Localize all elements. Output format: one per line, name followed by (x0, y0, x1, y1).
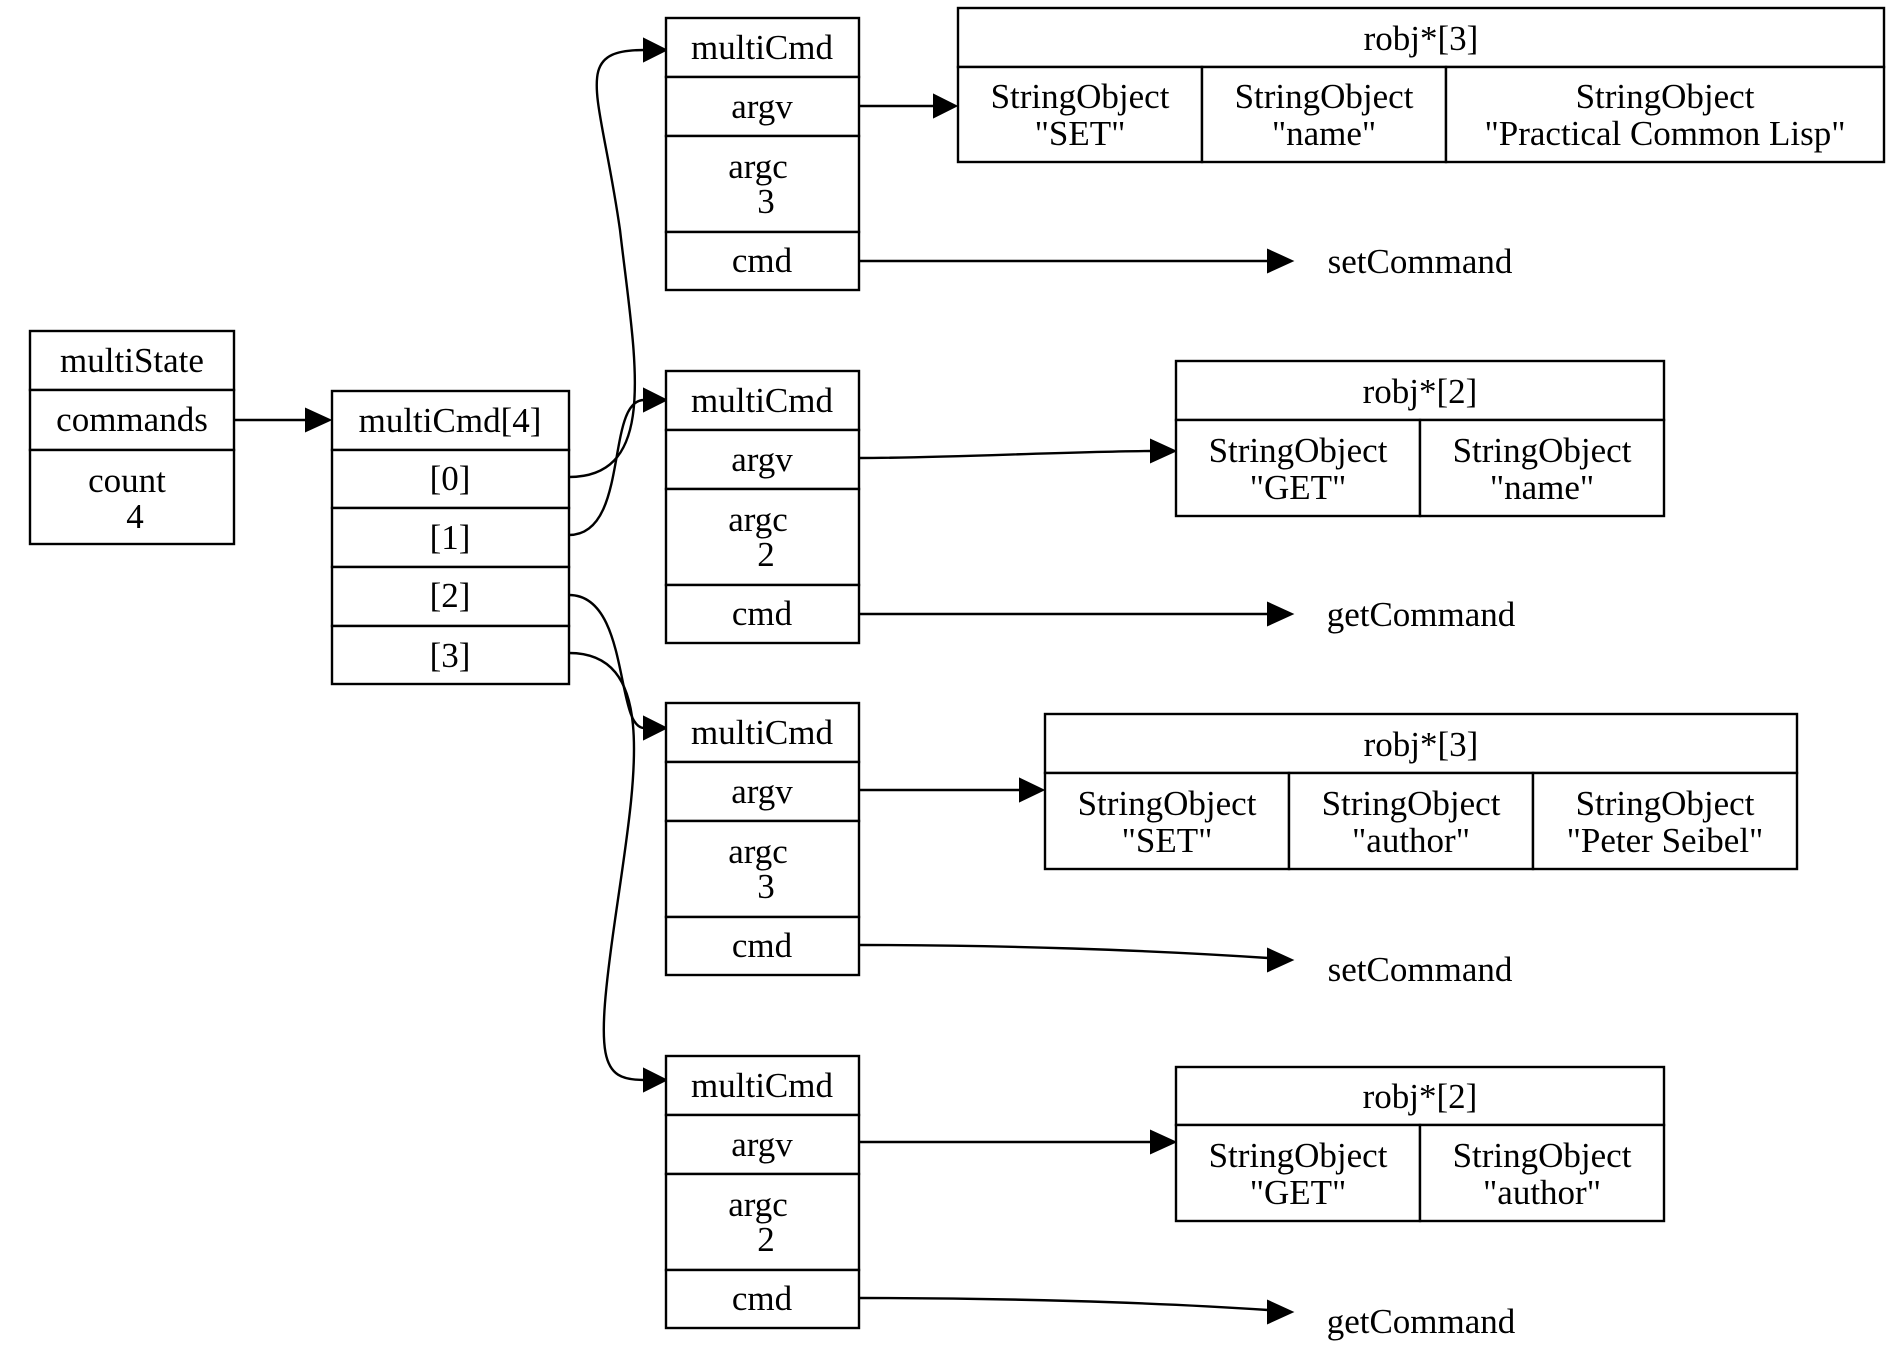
argv-field: argv (731, 87, 793, 126)
arg-type: StringObject (1322, 784, 1501, 823)
edge-slot1-to-cmd1 (568, 398, 645, 537)
edge-slot3-to-cmd3 (568, 651, 645, 1082)
command-function-label: getCommand (1327, 1302, 1516, 1341)
commands-array-node: multiCmd[4] [0] [1] [2] [3] (330, 389, 571, 686)
argc-value: 2 (757, 535, 775, 574)
count-label: count (88, 461, 166, 500)
robj-array-1: robj*[2] StringObject "GET" StringObject… (1174, 359, 1666, 518)
arrowhead-slot0 (643, 37, 669, 63)
cmd-field: cmd (732, 594, 793, 633)
command-function-label: setCommand (1328, 242, 1513, 281)
multi-cmd-title: multiCmd (691, 1066, 833, 1105)
slot-0: [0] (430, 459, 471, 498)
arg-type: StringObject (991, 77, 1170, 116)
commands-array-title: multiCmd[4] (359, 401, 542, 440)
arrowhead-slot1 (643, 387, 669, 413)
arrowhead-slot3 (643, 1067, 669, 1093)
arg-type: StringObject (1235, 77, 1414, 116)
argv-field: argv (731, 440, 793, 479)
multi-cmd-node-2: multiCmd argv argc 3 cmd (664, 701, 861, 977)
argv-field: argv (731, 1125, 793, 1164)
arrowhead-argv1 (1150, 438, 1178, 464)
slot-2: [2] (430, 576, 471, 615)
arg-value: "SET" (1035, 114, 1126, 153)
arrowhead-cmd2 (1267, 947, 1295, 973)
arrowhead-slot2 (643, 715, 669, 741)
count-value: 4 (126, 497, 144, 536)
multi-state-title: multiState (60, 341, 204, 380)
arg-type: StringObject (1453, 1136, 1632, 1175)
arg-value: "SET" (1122, 821, 1213, 860)
arg-type: StringObject (1209, 1136, 1388, 1175)
argc-value: 3 (757, 867, 775, 906)
arg-value: "GET" (1250, 468, 1347, 507)
robj-header: robj*[2] (1363, 372, 1478, 411)
robj-array-2: robj*[3] StringObject "SET" StringObject… (1043, 712, 1799, 871)
argc-label: argc (728, 832, 788, 871)
robj-header: robj*[3] (1364, 725, 1479, 764)
arg-value: "Practical Common Lisp" (1484, 114, 1845, 153)
arg-value: "name" (1272, 114, 1376, 153)
arrowhead-argv3 (1150, 1129, 1178, 1155)
cmd-field: cmd (732, 926, 793, 965)
multi-cmd-node-1: multiCmd argv argc 2 cmd (664, 369, 861, 645)
argv-field: argv (731, 772, 793, 811)
cmd-field: cmd (732, 1279, 793, 1318)
multi-cmd-node-0: multiCmd argv argc 3 cmd (664, 16, 861, 292)
robj-array-0: robj*[3] StringObject "SET" StringObject… (956, 6, 1886, 164)
edge-cmd3-to-func (858, 1296, 1269, 1312)
arrowhead-argv0 (933, 93, 959, 119)
multi-cmd-title: multiCmd (691, 713, 833, 752)
argc-value: 3 (757, 182, 775, 221)
edge-argv1-to-robj1 (858, 449, 1152, 460)
edges (234, 37, 1295, 1325)
arg-type: StringObject (1576, 77, 1755, 116)
arrowhead-argv2 (1019, 777, 1046, 803)
edge-cmd2-to-func (858, 943, 1269, 960)
arrowhead-cmd0 (1267, 248, 1295, 274)
cmd-field: cmd (732, 241, 793, 280)
multi-cmd-node-3: multiCmd argv argc 2 cmd (664, 1054, 861, 1330)
argc-label: argc (728, 500, 788, 539)
arrowhead-commands (305, 407, 333, 433)
argc-label: argc (728, 147, 788, 186)
multi-cmd-title: multiCmd (691, 28, 833, 67)
robj-header: robj*[2] (1363, 1077, 1478, 1116)
argc-label: argc (728, 1185, 788, 1224)
edge-slot0-to-cmd0 (568, 48, 645, 479)
arg-value: "author" (1483, 1173, 1601, 1212)
commands-field: commands (56, 400, 208, 439)
arg-type: StringObject (1078, 784, 1257, 823)
argc-value: 2 (757, 1220, 775, 1259)
arrowhead-cmd1 (1267, 601, 1295, 627)
arg-value: "GET" (1250, 1173, 1347, 1212)
arg-type: StringObject (1453, 431, 1632, 470)
arg-type: StringObject (1576, 784, 1755, 823)
arg-value: "Peter Seibel" (1567, 821, 1764, 860)
robj-array-3: robj*[2] StringObject "GET" StringObject… (1174, 1065, 1666, 1223)
edge-slot2-to-cmd2 (568, 593, 645, 730)
arg-value: "name" (1490, 468, 1594, 507)
arg-type: StringObject (1209, 431, 1388, 470)
command-function-label: setCommand (1328, 950, 1513, 989)
slot-1: [1] (430, 518, 471, 557)
robj-header: robj*[3] (1364, 19, 1479, 58)
multi-state-node: multiState commands count 4 (28, 329, 236, 546)
command-function-label: getCommand (1327, 595, 1516, 634)
arrowhead-cmd3 (1267, 1299, 1295, 1325)
multi-cmd-title: multiCmd (691, 381, 833, 420)
slot-3: [3] (430, 636, 471, 675)
arg-value: "author" (1352, 821, 1470, 860)
